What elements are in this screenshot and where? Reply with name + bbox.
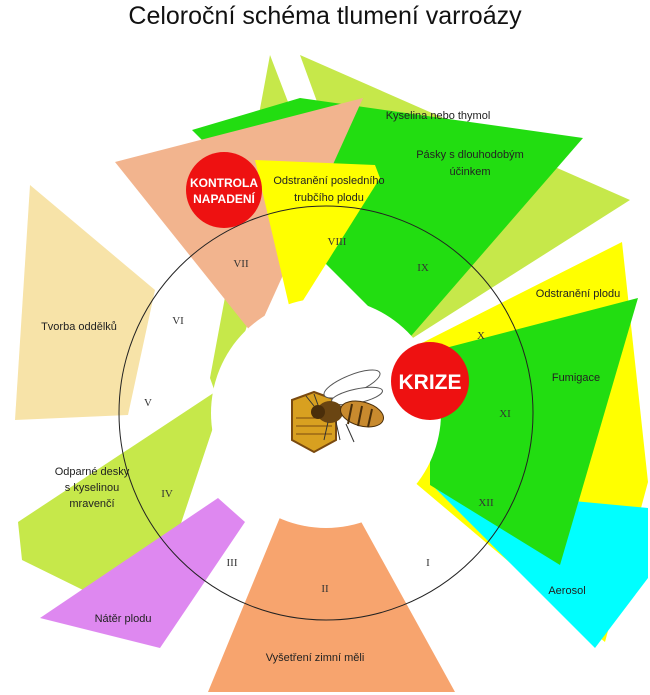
diagram-title: Celoroční schéma tlumení varroázy xyxy=(128,2,522,30)
label-nater: Nátěr plodu xyxy=(95,613,152,625)
wedge-tvorba-oddelku xyxy=(15,185,155,420)
kontrola-badge-line1: KONTROLA xyxy=(190,176,258,190)
wedge-aerosol xyxy=(435,488,648,648)
label-odparne-line3: mravenčí xyxy=(69,498,114,510)
label-trubci-line1: Odstranění posledního xyxy=(273,175,384,187)
month-label: IX xyxy=(417,262,429,274)
month-label: X xyxy=(477,330,485,342)
wedge-nater xyxy=(40,498,245,648)
calendar-ring xyxy=(118,205,534,621)
label-trubci-line2: trubčího plodu xyxy=(294,192,364,204)
month-label: I xyxy=(426,557,430,569)
bee-logo-icon xyxy=(291,369,384,454)
label-pasky-line2: účinkem xyxy=(450,166,491,178)
kontrola-badge-line2: NAPADENÍ xyxy=(193,191,255,206)
label-odparne-line1: Odparné desky xyxy=(55,466,130,478)
month-label: VIII xyxy=(328,236,347,248)
month-label: V xyxy=(144,397,152,409)
label-tvorba: Tvorba oddělků xyxy=(41,321,117,333)
label-kyselina: Kyselina nebo thymol xyxy=(386,110,491,122)
wedge-odparne-desky xyxy=(18,55,293,622)
label-pasky-line1: Pásky s dlouhodobým xyxy=(416,149,524,161)
label-odstraneni-plodu: Odstranění plodu xyxy=(536,288,620,300)
label-aerosol: Aerosol xyxy=(548,585,585,597)
wedge-vysetreni xyxy=(208,507,455,692)
month-label: IV xyxy=(161,488,173,500)
kontrola-badge xyxy=(186,152,262,228)
label-vysetreni: Vyšetření zimní měli xyxy=(266,652,365,664)
month-label: VII xyxy=(233,258,249,270)
wedge-fumigace xyxy=(430,298,638,565)
krize-badge-label: KRIZE xyxy=(399,371,462,394)
krize-badge xyxy=(391,342,469,420)
label-fumigace: Fumigace xyxy=(552,372,600,384)
label-odparne-line2: s kyselinou xyxy=(65,482,119,494)
wedge-odstraneni-trubciho xyxy=(255,160,380,318)
month-label: III xyxy=(227,557,238,569)
month-label: VI xyxy=(172,315,184,327)
month-label: XI xyxy=(499,408,511,420)
month-label: II xyxy=(321,583,329,595)
month-label: XII xyxy=(478,497,494,509)
